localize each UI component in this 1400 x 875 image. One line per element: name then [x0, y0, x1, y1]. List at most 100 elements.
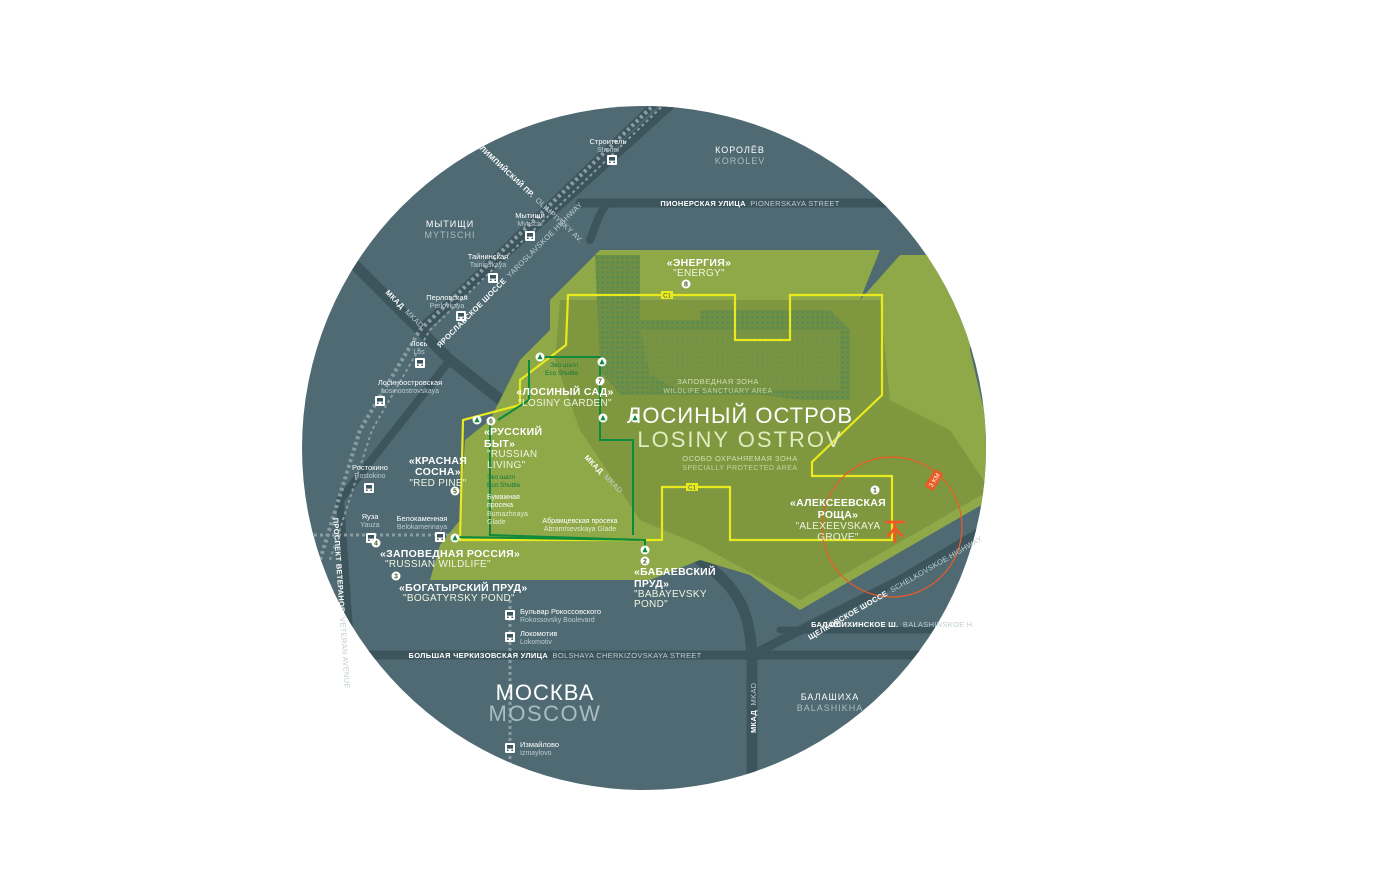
eco-trail-2 [540, 356, 634, 535]
place-name-ru-2: СОСНА» [415, 466, 461, 478]
pionerskaya-connector [586, 199, 612, 244]
balashikha-label-ru: БАЛАШИХА [801, 692, 860, 702]
place-zapovednaya[interactable]: 4 «ЗАПОВЕДНАЯ РОССИЯ» "RUSSIAN WILDLIFE" [371, 538, 521, 571]
station-label-en: Lokomotiv [520, 639, 552, 646]
station-belokamennaya[interactable]: Белокаменная Belokamennaya [397, 514, 448, 542]
korolev-label-ru: КОРОЛЁВ [715, 145, 765, 155]
place-name-en: "ENERGY" [673, 268, 725, 279]
mytishchi-label-en: MYTISCHI [424, 230, 475, 240]
place-bogatyrsky[interactable]: 3 «БОГАТЫРСКИЙ ПРУД» "BOGATYRSKY POND" [391, 571, 528, 605]
place-name-en-2: GROVE" [817, 532, 859, 543]
place-number-badge [870, 485, 880, 495]
place-name-en: "BOGATYRSKY POND" [403, 593, 515, 604]
moscow-label-ru: МОСКВА [496, 680, 595, 705]
place-number: 6 [489, 419, 493, 426]
route-badge-top: C1 [661, 291, 673, 300]
station-label-en: Los [413, 349, 425, 356]
place-name-ru-2: ПРУД» [634, 578, 669, 590]
station-rokossovsky[interactable]: Бульвар Рокоссовского Rokossovsky Boulev… [505, 607, 601, 624]
station-label-en: Izmaylovo [520, 750, 552, 757]
place-number: 2 [643, 559, 647, 566]
station-izmaylovo[interactable]: Измайлово Izmaylovo [505, 740, 559, 757]
place-number-badge [450, 486, 460, 496]
place-number: 1 [873, 488, 877, 495]
station-label-ru: Яуза [362, 512, 380, 521]
station-taininskaya[interactable]: Тайнинская Taininskaya [468, 252, 509, 283]
train-station-icon [364, 483, 374, 493]
place-russky-byt[interactable]: 6 «РУССКИЙ БЫТ» "RUSSIAN LIVING" [484, 416, 542, 472]
zone-label-ru: ОСОБО ОХРАНЯЕМАЯ ЗОНА [682, 454, 797, 463]
place-name-en: "RED PINE" [409, 478, 466, 489]
shuttle-stop-icon[interactable] [535, 352, 545, 362]
shuttle-label-en-2: Eco Shuttle [487, 482, 521, 489]
park-name-en: LOSINY OSTROV [637, 427, 842, 452]
route-label-bottom: C1 [688, 486, 696, 492]
station-yauza[interactable]: Яуза Yauza [360, 512, 380, 543]
place-name-ru: «АЛЕКСЕЕВСКАЯ [790, 497, 886, 509]
station-label-en: Losinoostrovskaya [381, 388, 439, 395]
place-number: 4 [374, 541, 378, 548]
route-label-top: C1 [663, 294, 671, 300]
shuttle-stop-icon[interactable] [640, 545, 650, 555]
station-stroitel[interactable]: Строитель Stroitel [590, 137, 627, 165]
station-label-ru: Перловская [426, 293, 467, 302]
bumazhnaya-label-ru2: просека [487, 502, 513, 509]
place-energiya[interactable]: «ЭНЕРГИЯ» "ENERGY" 8 [667, 257, 732, 289]
station-lokomotiv[interactable]: Локомотив Lokomotiv [505, 629, 557, 646]
place-number-badge [486, 416, 496, 426]
abramtsevskaya-label-ru: Абрамцевская просека [542, 517, 617, 525]
station-mytishchi[interactable]: Мытищи Mytischi [515, 211, 545, 241]
station-rostokino[interactable]: Ростокино Rostokino [352, 463, 388, 493]
place-name-en: "ALEXEEVSKAYA [796, 521, 881, 532]
railway-yaroslavsky [318, 106, 692, 561]
place-krasnaya-sosna[interactable]: «КРАСНАЯ СОСНА» "RED PINE" 5 [409, 455, 467, 496]
station-label-en: Stroitel [597, 147, 619, 154]
sanctuary-inner [640, 330, 840, 390]
station-perlovskaya[interactable]: Перловская Perlovkaya [426, 293, 468, 321]
station-label-ru: Лось [411, 339, 428, 348]
station-los[interactable]: Лось Los [411, 339, 428, 368]
bumazhnaya-label-ru1: Бумажная [487, 494, 520, 501]
station-label-ru: Мытищи [515, 211, 545, 220]
place-alexeevskaya[interactable]: 1 «АЛЕКСЕЕВСКАЯ РОЩА» "ALEXEEVSKAYA GROV… [790, 485, 886, 544]
shuttle-stop-icon[interactable] [597, 357, 607, 367]
station-label-ru: Измайлово [520, 740, 559, 749]
eco-trail-3 [453, 536, 641, 541]
place-name-ru-2: БЫТ» [484, 438, 515, 450]
location-marker-icon[interactable] [884, 520, 906, 544]
train-station-icon [505, 610, 515, 620]
station-label-ru: Строитель [590, 137, 627, 146]
place-number: 5 [453, 489, 457, 496]
place-number-badge [640, 556, 650, 566]
place-babayevsky[interactable]: 2 «БАБАЕВСКИЙ ПРУД» "BABAYEVSKY POND" [634, 556, 716, 611]
station-label-ru: Локомотив [520, 629, 557, 638]
station-label-ru: Бульвар Рокоссовского [520, 607, 601, 616]
train-station-icon [415, 358, 425, 368]
place-losiny-sad[interactable]: 7 «ЛОСИНЫЙ САД» "LOSINY GARDEN" [516, 376, 613, 410]
place-name-en-2: POND" [634, 599, 668, 610]
shuttle-stop-icon[interactable] [598, 413, 608, 423]
place-number-badge [391, 571, 401, 581]
eco-trail-4 [497, 360, 530, 421]
cherkizovskaya-label: БОЛЬШАЯ ЧЕРКИЗОВСКАЯ УЛИЦА BOLSHAYA CHER… [409, 645, 702, 662]
schelkovskoe-highway [747, 515, 986, 660]
place-number-badge [595, 376, 605, 386]
trail-c1 [458, 293, 894, 542]
shuttle-stop-icon[interactable] [450, 533, 460, 543]
shuttle-stop-icon[interactable] [630, 413, 640, 423]
sanctuary-label-ru: ЗАПОВЕДНАЯ ЗОНА [677, 377, 759, 386]
station-label-en: Rokossovsky Boulevard [520, 617, 595, 624]
shuttle-stop-icon[interactable] [472, 415, 482, 425]
station-label-ru: Белокаменная [397, 514, 448, 523]
train-station-icon [435, 532, 445, 542]
park-name-ru: ЛОСИНЫЙ ОСТРОВ [627, 403, 853, 428]
place-name-en: "LOSINY GARDEN" [518, 398, 612, 409]
station-losinoostrovskaya[interactable]: Лосиноостровская Losinoostrovskaya [375, 378, 442, 406]
shuttle-label-ru-2: Эко шатл [487, 474, 516, 481]
place-name-ru: «БАБАЕВСКИЙ [634, 565, 716, 578]
distance-radius [821, 456, 963, 598]
place-number: 8 [684, 282, 688, 289]
train-station-icon [505, 632, 515, 642]
sanctuary-label-en: WILDLIFE SANCTUARY AREA [663, 388, 772, 395]
train-station-icon [525, 231, 535, 241]
